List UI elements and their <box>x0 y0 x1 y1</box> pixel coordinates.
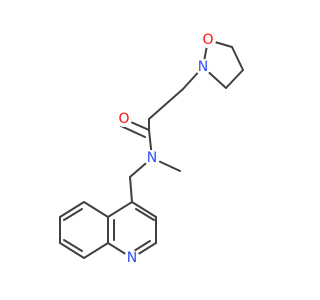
bond-c4-c3 <box>225 69 244 89</box>
bond-c2-n1-double <box>133 240 151 252</box>
ring-oxygen-label: O <box>202 32 213 48</box>
bond-c5-c6-double <box>63 208 83 221</box>
bond-c8-c8a <box>83 242 109 259</box>
molecule-structure: O N O N N <box>59 32 244 266</box>
amide-nitrogen-label: N <box>147 150 157 166</box>
bond-c5-c6 <box>59 201 85 218</box>
carbonyl-oxygen-label: O <box>118 111 129 127</box>
quinoline-nitrogen-label: N <box>127 250 137 266</box>
quinoline-nitrogen-atom: N <box>124 250 140 266</box>
bond-c7-c8 <box>59 242 85 259</box>
carbonyl-oxygen-atom: O <box>116 111 132 127</box>
ring-nitrogen-atom: N <box>195 59 211 75</box>
bond-c4a-c4 <box>107 201 133 218</box>
bond-c4a-c5 <box>83 201 109 218</box>
bonds <box>59 39 244 259</box>
bond-c5-c4 <box>231 46 244 71</box>
ring-oxygen-atom: O <box>200 32 216 48</box>
ring-nitrogen-label: N <box>198 59 208 75</box>
bond-c4-c3 <box>131 201 157 218</box>
bond-ch2-c4-quinoline <box>129 176 133 203</box>
bond-carbonyl-c-o-double <box>120 125 146 138</box>
bond-ch2a-ch2b <box>148 88 184 120</box>
bond-c7-c8-double <box>63 239 83 252</box>
amide-nitrogen-atom: N <box>144 150 160 166</box>
atom-labels: O N O N N <box>116 32 216 266</box>
bond-c4-c3-double <box>135 208 155 221</box>
